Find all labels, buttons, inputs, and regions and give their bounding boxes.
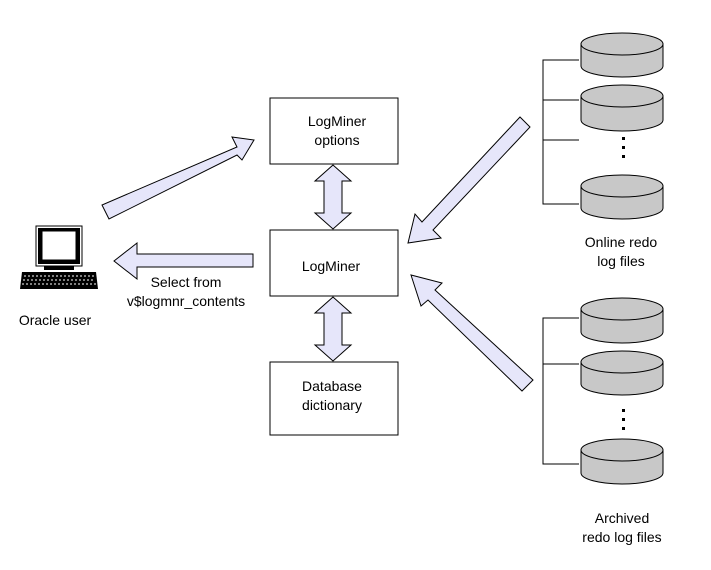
database-dictionary-box: Database dictionary — [269, 361, 399, 436]
archived-ellipsis — [622, 409, 625, 430]
logminer-box: LogMiner — [269, 229, 399, 297]
online-logs-label-line2: log files — [597, 253, 644, 269]
logminer-options-box: LogMiner options — [269, 97, 399, 165]
computer-icon — [20, 225, 98, 289]
query-label-line1: Select from — [151, 274, 222, 290]
archived-disk-3 — [580, 438, 664, 485]
database-dictionary-line2: dictionary — [302, 397, 362, 413]
online-logs-to-logminer-arrow — [407, 116, 531, 244]
database-dictionary-line1: Database — [302, 378, 362, 394]
online-disk-3 — [580, 174, 664, 220]
archived-logs-bracket — [542, 317, 579, 465]
query-label-line2: v$logmnr_contents — [127, 293, 245, 309]
user-to-options-arrow — [101, 136, 255, 220]
logminer-to-user-arrow — [113, 241, 254, 281]
logminer-options-line2: options — [314, 132, 359, 148]
online-ellipsis — [622, 137, 625, 158]
online-disk-1 — [580, 32, 664, 78]
archived-logs-to-logminer-arrow — [410, 274, 534, 392]
logminer-options-line1: LogMiner — [308, 113, 367, 129]
online-disk-2 — [580, 84, 664, 132]
archived-logs-label-line2: redo log files — [582, 529, 661, 545]
archived-logs-label-line1: Archived — [595, 510, 649, 526]
logminer-dictionary-double-arrow — [313, 296, 353, 362]
online-logs-bracket — [542, 59, 579, 205]
archived-disk-2 — [580, 350, 664, 396]
options-logminer-double-arrow — [313, 164, 353, 230]
logminer-label: LogMiner — [302, 258, 361, 274]
oracle-user-label: Oracle user — [19, 312, 92, 328]
archived-disk-1 — [580, 297, 664, 344]
online-logs-label-line1: Online redo — [585, 234, 658, 250]
